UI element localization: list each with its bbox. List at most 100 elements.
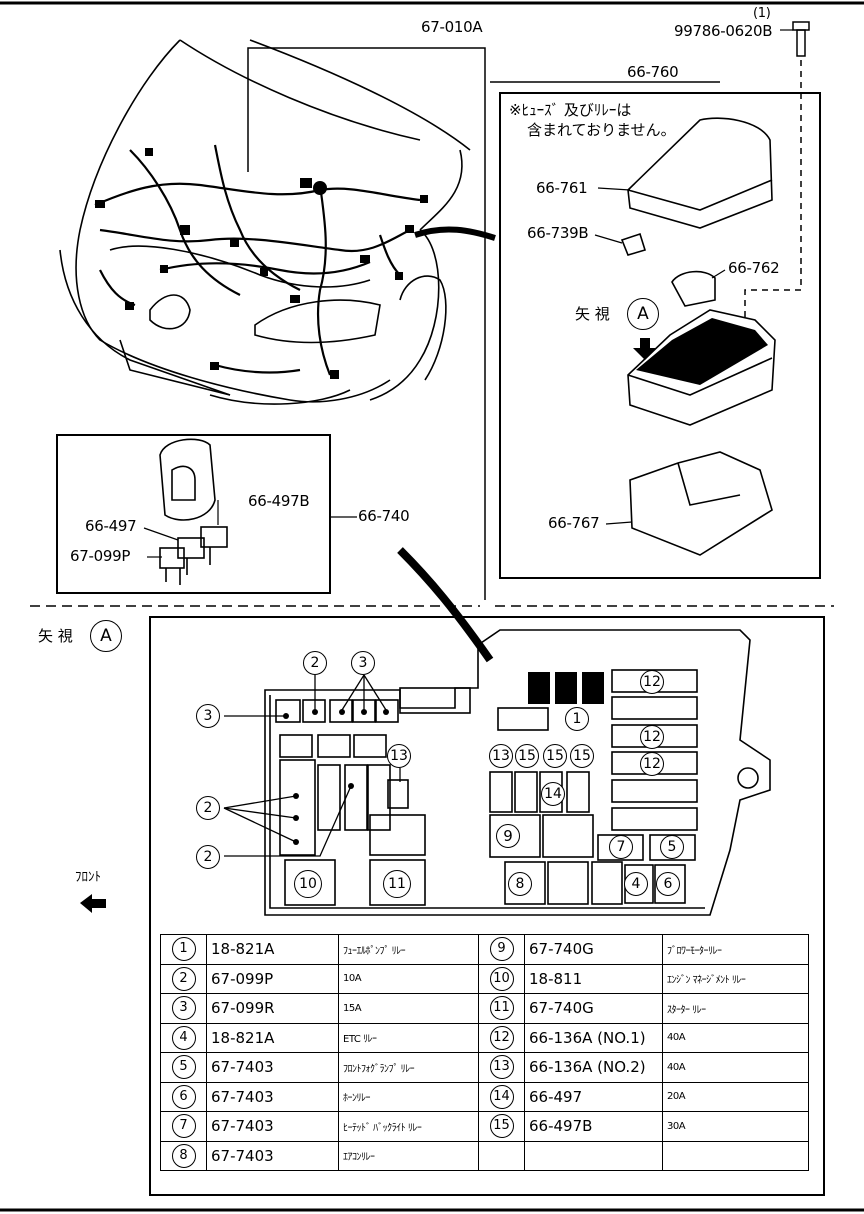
legend-part-left: 18-821A <box>206 934 339 965</box>
legend-part-left: 67-7403 <box>206 1140 339 1171</box>
callout-1: 1 <box>565 707 589 731</box>
callout-3a: 3 <box>351 651 375 675</box>
legend-part-left: 18-821A <box>206 1022 339 1053</box>
lower-cover-label: 66-767 <box>548 514 600 532</box>
legend-number: 6 <box>171 1084 196 1109</box>
legend-part-right: 66-136A (NO.1) <box>524 1022 663 1053</box>
legend-part-right: 67-740G <box>524 934 663 965</box>
legend-num-left: 1 <box>160 934 207 965</box>
legend-num-right: 10 <box>478 963 525 994</box>
legend-desc-left: ｴｱｺﾝﾘﾚｰ <box>338 1140 479 1171</box>
legend-num-left: 4 <box>160 1022 207 1053</box>
legend-part-right: 66-497B <box>524 1111 663 1142</box>
legend-desc-left: ﾌﾛﾝﾄﾌｫｸﾞﾗﾝﾌﾟ ﾘﾚｰ <box>338 1052 479 1083</box>
legend-part-left: 67-099P <box>206 963 339 994</box>
legend-number: 3 <box>171 996 196 1021</box>
legend-num-right: 12 <box>478 1022 525 1053</box>
callout-15c: 15 <box>570 744 594 768</box>
callout-2c: 2 <box>196 845 220 869</box>
front-label: ﾌﾛﾝﾄ <box>75 870 101 885</box>
legend-part-left: 67-7403 <box>206 1052 339 1083</box>
legend-desc-right <box>662 1140 809 1171</box>
legend-desc-right: ｴﾝｼﾞﾝ ﾏﾈｰｼﾞﾒﾝﾄ ﾘﾚｰ <box>662 963 809 994</box>
note-line-1: ※ﾋｭｰｽﾞ 及びﾘﾚｰは <box>509 101 632 119</box>
relay-cover-label: 66-762 <box>728 259 780 277</box>
callout-5: 5 <box>660 835 684 859</box>
legend-desc-right: 40A <box>662 1052 809 1083</box>
legend-number: 14 <box>489 1084 514 1109</box>
legend-desc-left: 10A <box>338 963 479 994</box>
legend-part-right <box>524 1140 663 1171</box>
callout-9: 9 <box>496 824 520 848</box>
relay-a-label: 66-497 <box>85 517 137 535</box>
bolt-qty: (1) <box>753 6 771 21</box>
legend-desc-left: ﾎｰﾝﾘﾚｰ <box>338 1081 479 1112</box>
legend-num-left: 3 <box>160 993 207 1024</box>
legend-part-left: 67-7403 <box>206 1111 339 1142</box>
legend-part-right: 66-497 <box>524 1081 663 1112</box>
bolt-label: 99786-0620B <box>674 22 773 40</box>
box-assy-label: 66-760 <box>627 63 679 81</box>
callout-13b: 13 <box>489 744 513 768</box>
legend-number: 5 <box>171 1055 196 1080</box>
legend-desc-left: ﾋｰﾃｯﾄﾞ ﾊﾞｯｸﾗｲﾄ ﾘﾚｰ <box>338 1111 479 1142</box>
legend-number: 9 <box>489 937 514 962</box>
callout-12b: 12 <box>640 725 664 749</box>
callout-3b: 3 <box>196 704 220 728</box>
legend-num-left: 8 <box>160 1140 207 1171</box>
legend-number: 8 <box>171 1143 196 1168</box>
callout-12c: 12 <box>640 752 664 776</box>
callout-12a: 12 <box>640 670 664 694</box>
callout-6: 6 <box>656 872 680 896</box>
legend-num-left: 6 <box>160 1081 207 1112</box>
legend-desc-left: ETC ﾘﾚｰ <box>338 1022 479 1053</box>
legend-desc-left: 15A <box>338 993 479 1024</box>
legend-number: 7 <box>171 1114 196 1139</box>
view-a-label-lower: 矢 視 <box>38 627 73 645</box>
legend-number: 11 <box>489 996 514 1021</box>
legend-num-left: 7 <box>160 1111 207 1142</box>
legend-desc-right: ｽﾀｰﾀｰ ﾘﾚｰ <box>662 993 809 1024</box>
legend-desc-right: 30A <box>662 1111 809 1142</box>
cover-label: 66-761 <box>536 179 588 197</box>
callout-2a: 2 <box>303 651 327 675</box>
legend-desc-left: ﾌｭｰｴﾙﾎﾟﾝﾌﾟ ﾘﾚｰ <box>338 934 479 965</box>
callout-11: 11 <box>383 870 411 898</box>
callout-14: 14 <box>541 782 565 806</box>
legend-desc-right: ﾌﾞﾛﾜｰﾓｰﾀｰﾘﾚｰ <box>662 934 809 965</box>
callout-15a: 15 <box>515 744 539 768</box>
legend-num-right: 13 <box>478 1052 525 1083</box>
callout-13a: 13 <box>387 744 411 768</box>
legend-num-left: 5 <box>160 1052 207 1083</box>
view-a-circle-lower: A <box>90 620 122 652</box>
legend-number: 13 <box>489 1055 514 1080</box>
legend-number: 10 <box>489 966 514 991</box>
callout-8: 8 <box>508 872 532 896</box>
legend-number: 12 <box>489 1025 514 1050</box>
view-a-label-upper: 矢 視 <box>575 305 610 323</box>
legend-num-left: 2 <box>160 963 207 994</box>
callout-2b: 2 <box>196 796 220 820</box>
relay-block-label: 66-740 <box>358 507 410 525</box>
legend-number: 4 <box>171 1025 196 1050</box>
legend-num-right: 9 <box>478 934 525 965</box>
relay-b-label: 66-497B <box>248 492 310 510</box>
callout-10: 10 <box>294 870 322 898</box>
callout-4: 4 <box>624 872 648 896</box>
legend-desc-right: 20A <box>662 1081 809 1112</box>
view-a-circle-upper: A <box>627 298 659 330</box>
harness-label: 67-010A <box>421 18 483 36</box>
legend-part-right: 67-740G <box>524 993 663 1024</box>
legend-part-left: 67-7403 <box>206 1081 339 1112</box>
legend-number: 15 <box>489 1114 514 1139</box>
legend-num-right: 15 <box>478 1111 525 1142</box>
clip-label: 66-739B <box>527 224 589 242</box>
